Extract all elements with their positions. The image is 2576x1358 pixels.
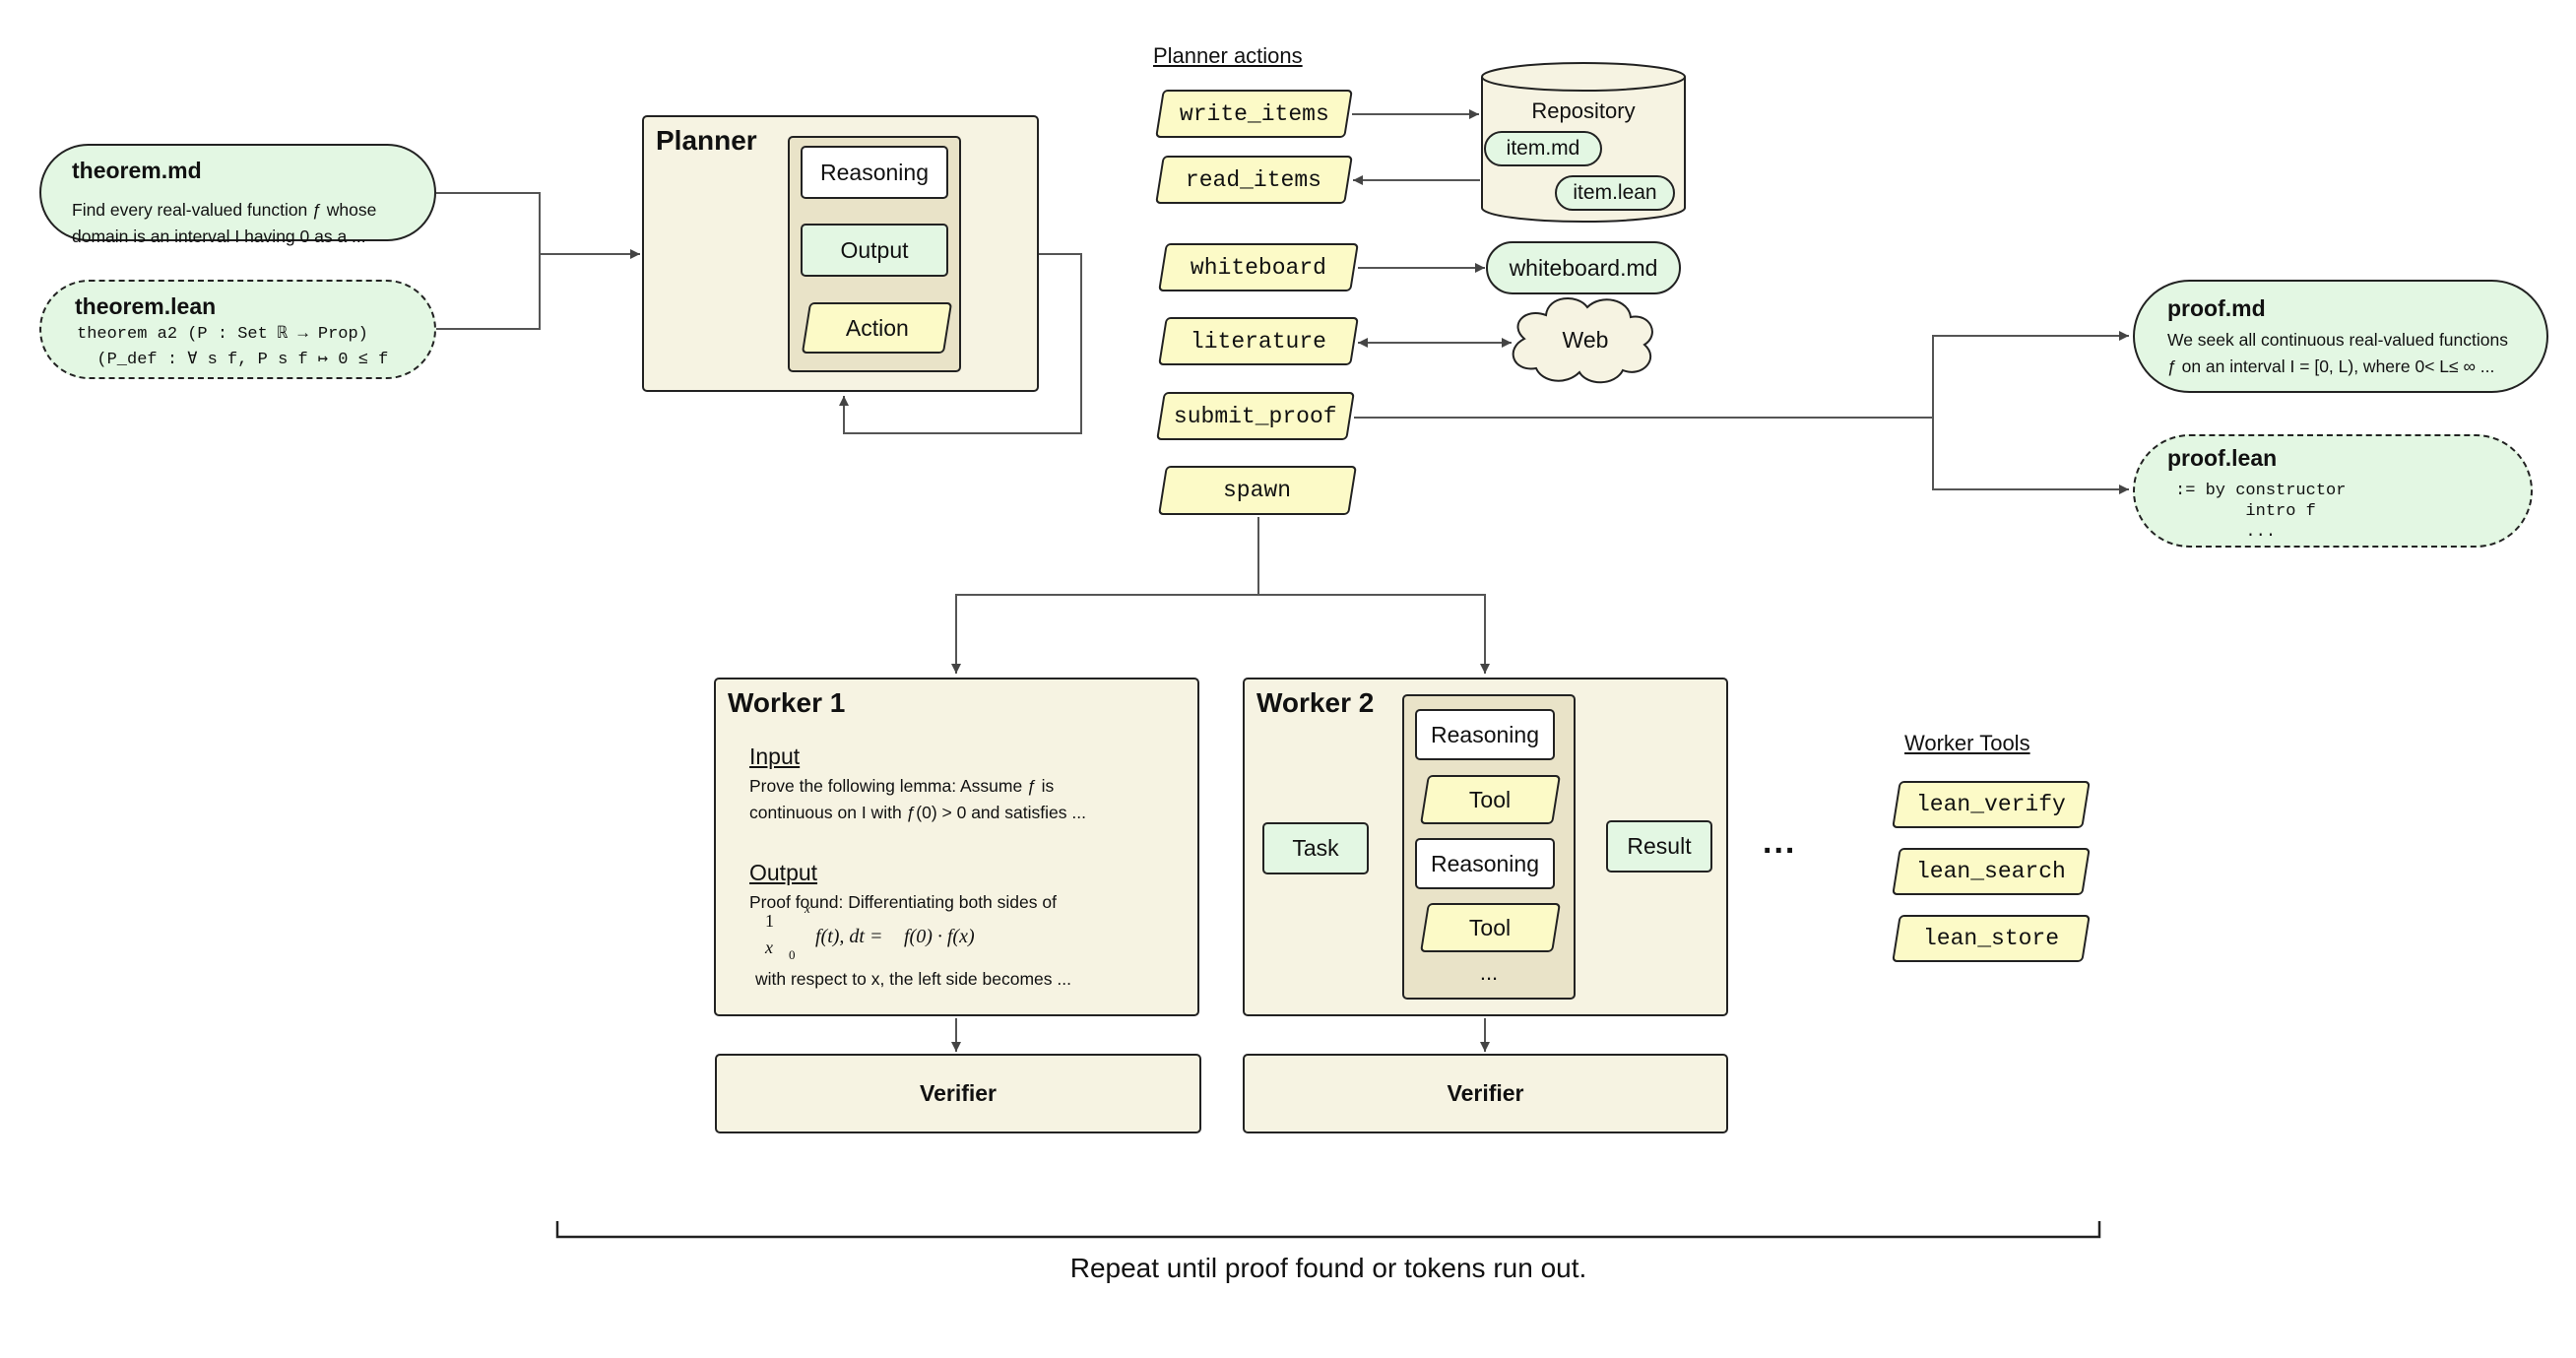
proof-md-node: proof.md We seek all continuous real-val… — [2133, 280, 2548, 393]
planner-actions-heading: Planner actions — [1153, 43, 1303, 68]
worker1-input-text: Prove the following lemma: Assume ƒ is c… — [749, 776, 1086, 822]
action-read-items-label: read_items — [1186, 166, 1322, 193]
repository-item-lean: item.lean — [1555, 175, 1675, 211]
math-fraction-denominator: x — [765, 938, 773, 957]
action-spawn[interactable]: spawn — [1158, 466, 1357, 515]
verifier-1: Verifier — [715, 1054, 1201, 1133]
worker2-tool-label-1: Tool — [1469, 786, 1512, 812]
worker2-tool-box-1: Tool — [1420, 775, 1561, 824]
worker2-reasoning-box-1: Reasoning — [1415, 709, 1555, 760]
edge-theorem-md-to-planner — [436, 192, 541, 254]
action-write-items-label: write_items — [1179, 100, 1329, 127]
math-fraction-numerator: 1 — [765, 911, 774, 931]
worker2-loop-dots: ... — [1479, 960, 1499, 985]
action-whiteboard-label: whiteboard — [1190, 254, 1327, 281]
math-integral-lower: 0 — [789, 947, 796, 962]
math-integral-upper: x — [805, 901, 810, 916]
planner-action-label: Action — [845, 314, 909, 341]
edge-spawn-to-worker2 — [1258, 594, 1490, 674]
edge-submit-to-proof-md — [1932, 331, 2129, 418]
theorem-md-node: theorem.md Find every real-valued functi… — [39, 144, 436, 246]
action-submit-proof[interactable]: submit_proof — [1156, 392, 1355, 440]
proof-lean-node: proof.lean := by constructor intro f ... — [2133, 434, 2533, 548]
action-whiteboard[interactable]: whiteboard — [1158, 243, 1359, 291]
action-read-items[interactable]: read_items — [1155, 156, 1353, 204]
action-submit-proof-label: submit_proof — [1174, 403, 1337, 429]
tool-lean-search-label: lean_search — [1916, 859, 2066, 884]
action-literature[interactable]: literature — [1158, 317, 1359, 365]
theorem-lean-code: theorem a2 (P : Set ℝ → Prop) (P_def : ∀… — [77, 325, 389, 369]
repository-item-md: item.md — [1484, 131, 1602, 166]
worker-tools-heading: Worker Tools — [1904, 731, 2030, 755]
worker2-task-box: Task — [1262, 822, 1369, 874]
proof-lean-code: := by constructor intro f ... — [2175, 482, 2347, 542]
whiteboard-md-node: whiteboard.md — [1486, 241, 1681, 294]
theorem-lean-title: theorem.lean — [75, 293, 217, 319]
edge-theorem-lean-to-planner — [436, 254, 541, 330]
proof-md-text: We seek all continuous real-valued funct… — [2167, 330, 2508, 376]
more-workers-ellipsis: ... — [1763, 823, 1797, 861]
worker2-tool-label-2: Tool — [1469, 914, 1512, 940]
edge-planner-loop — [839, 253, 1082, 434]
repeat-brace — [555, 1221, 2101, 1239]
tool-lean-store[interactable]: lean_store — [1892, 915, 2091, 962]
theorem-md-title: theorem.md — [72, 158, 202, 183]
worker1-output-text: Proof found: Differentiating both sides … — [749, 892, 1057, 912]
planner-reasoning-box: Reasoning — [801, 146, 948, 199]
action-spawn-label: spawn — [1223, 478, 1292, 503]
repository-label: Repository — [1531, 98, 1636, 123]
worker1-panel: Worker 1 — [714, 678, 1199, 1016]
math-rhs: f(0) · f(x) — [904, 926, 975, 947]
worker2-reasoning-box-2: Reasoning — [1415, 838, 1555, 889]
worker2-result-box: Result — [1606, 820, 1712, 873]
theorem-md-text: Find every real-valued function ƒ whose … — [72, 200, 377, 246]
edge-spawn — [951, 517, 1259, 674]
worker1-title: Worker 1 — [728, 687, 846, 718]
proof-md-title: proof.md — [2167, 295, 2266, 321]
planner-output-box: Output — [801, 224, 948, 277]
edge-submit-to-proof-lean — [1932, 418, 2129, 494]
tool-lean-verify-label: lean_verify — [1916, 792, 2066, 817]
proof-lean-title: proof.lean — [2167, 445, 2278, 471]
tool-lean-store-label: lean_store — [1922, 926, 2060, 951]
worker1-input-heading: Input — [749, 744, 801, 769]
web-cloud-shape — [1512, 296, 1653, 384]
worker1-output-text2: with respect to x, the left side becomes… — [755, 969, 1071, 989]
math-integrand: f(t), dt = — [815, 926, 883, 947]
web-label: Web — [1562, 327, 1609, 353]
repeat-caption: Repeat until proof found or tokens run o… — [1069, 1253, 1587, 1283]
worker2-title: Worker 2 — [1256, 687, 1375, 718]
worker1-output-heading: Output — [749, 860, 818, 885]
action-literature-label: literature — [1190, 328, 1327, 355]
planner-action-box: Action — [801, 302, 953, 354]
verifier-2: Verifier — [1243, 1054, 1728, 1133]
planner-title: Planner — [656, 125, 757, 156]
worker2-tool-box-2: Tool — [1420, 903, 1561, 952]
tool-lean-search[interactable]: lean_search — [1892, 848, 2091, 895]
theorem-lean-node: theorem.lean theorem a2 (P : Set ℝ → Pro… — [39, 280, 436, 379]
tool-lean-verify[interactable]: lean_verify — [1892, 781, 2091, 828]
action-write-items[interactable]: write_items — [1155, 90, 1353, 138]
